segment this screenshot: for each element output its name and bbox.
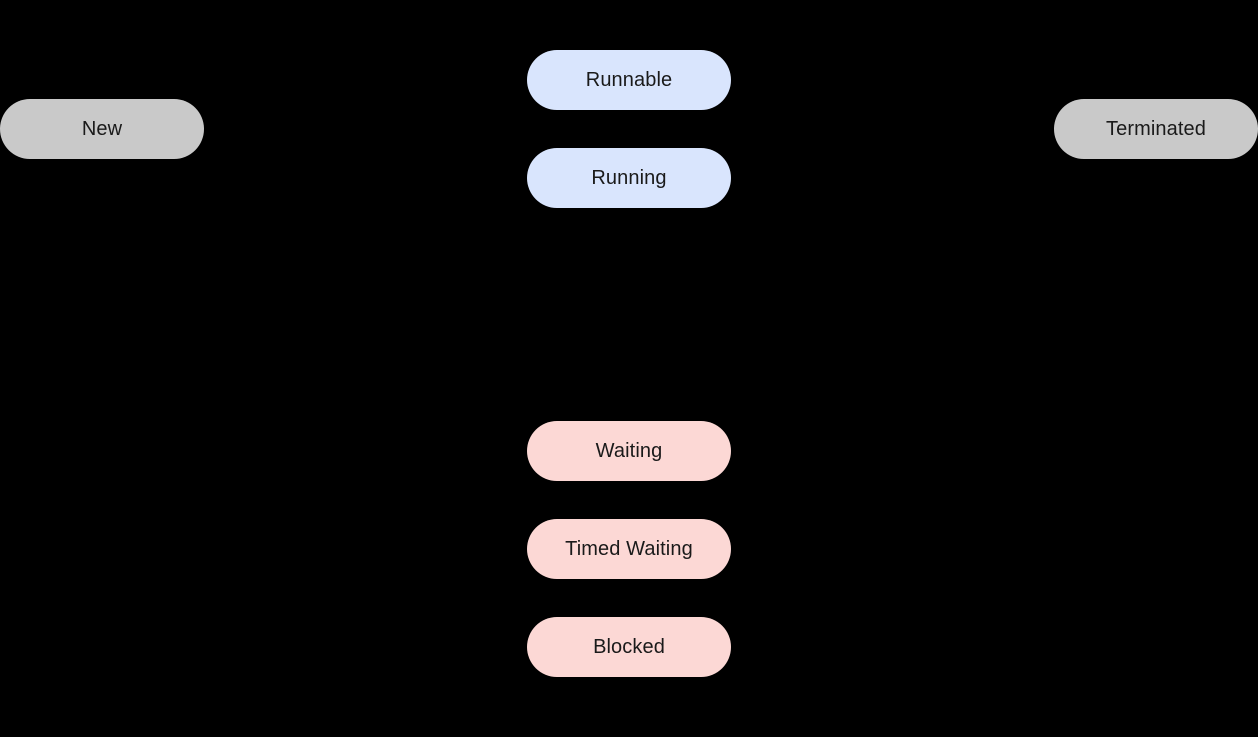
state-node-timed-waiting[interactable]: Timed Waiting [527,519,731,579]
state-node-terminated[interactable]: Terminated [1054,99,1258,159]
state-node-terminated-label: Terminated [1106,118,1206,140]
state-node-running[interactable]: Running [527,148,731,208]
state-node-new[interactable]: New [0,99,204,159]
state-node-waiting[interactable]: Waiting [527,421,731,481]
state-node-runnable-label: Runnable [585,69,673,91]
state-node-timed-waiting-label: Timed Waiting [565,538,693,560]
state-node-blocked-label: Blocked [593,636,665,658]
state-node-runnable[interactable]: Runnable [527,50,731,110]
state-node-waiting-label: Waiting [595,440,663,462]
state-node-blocked[interactable]: Blocked [527,617,731,677]
state-node-running-label: Running [591,167,667,189]
state-node-new-label: New [81,118,123,140]
